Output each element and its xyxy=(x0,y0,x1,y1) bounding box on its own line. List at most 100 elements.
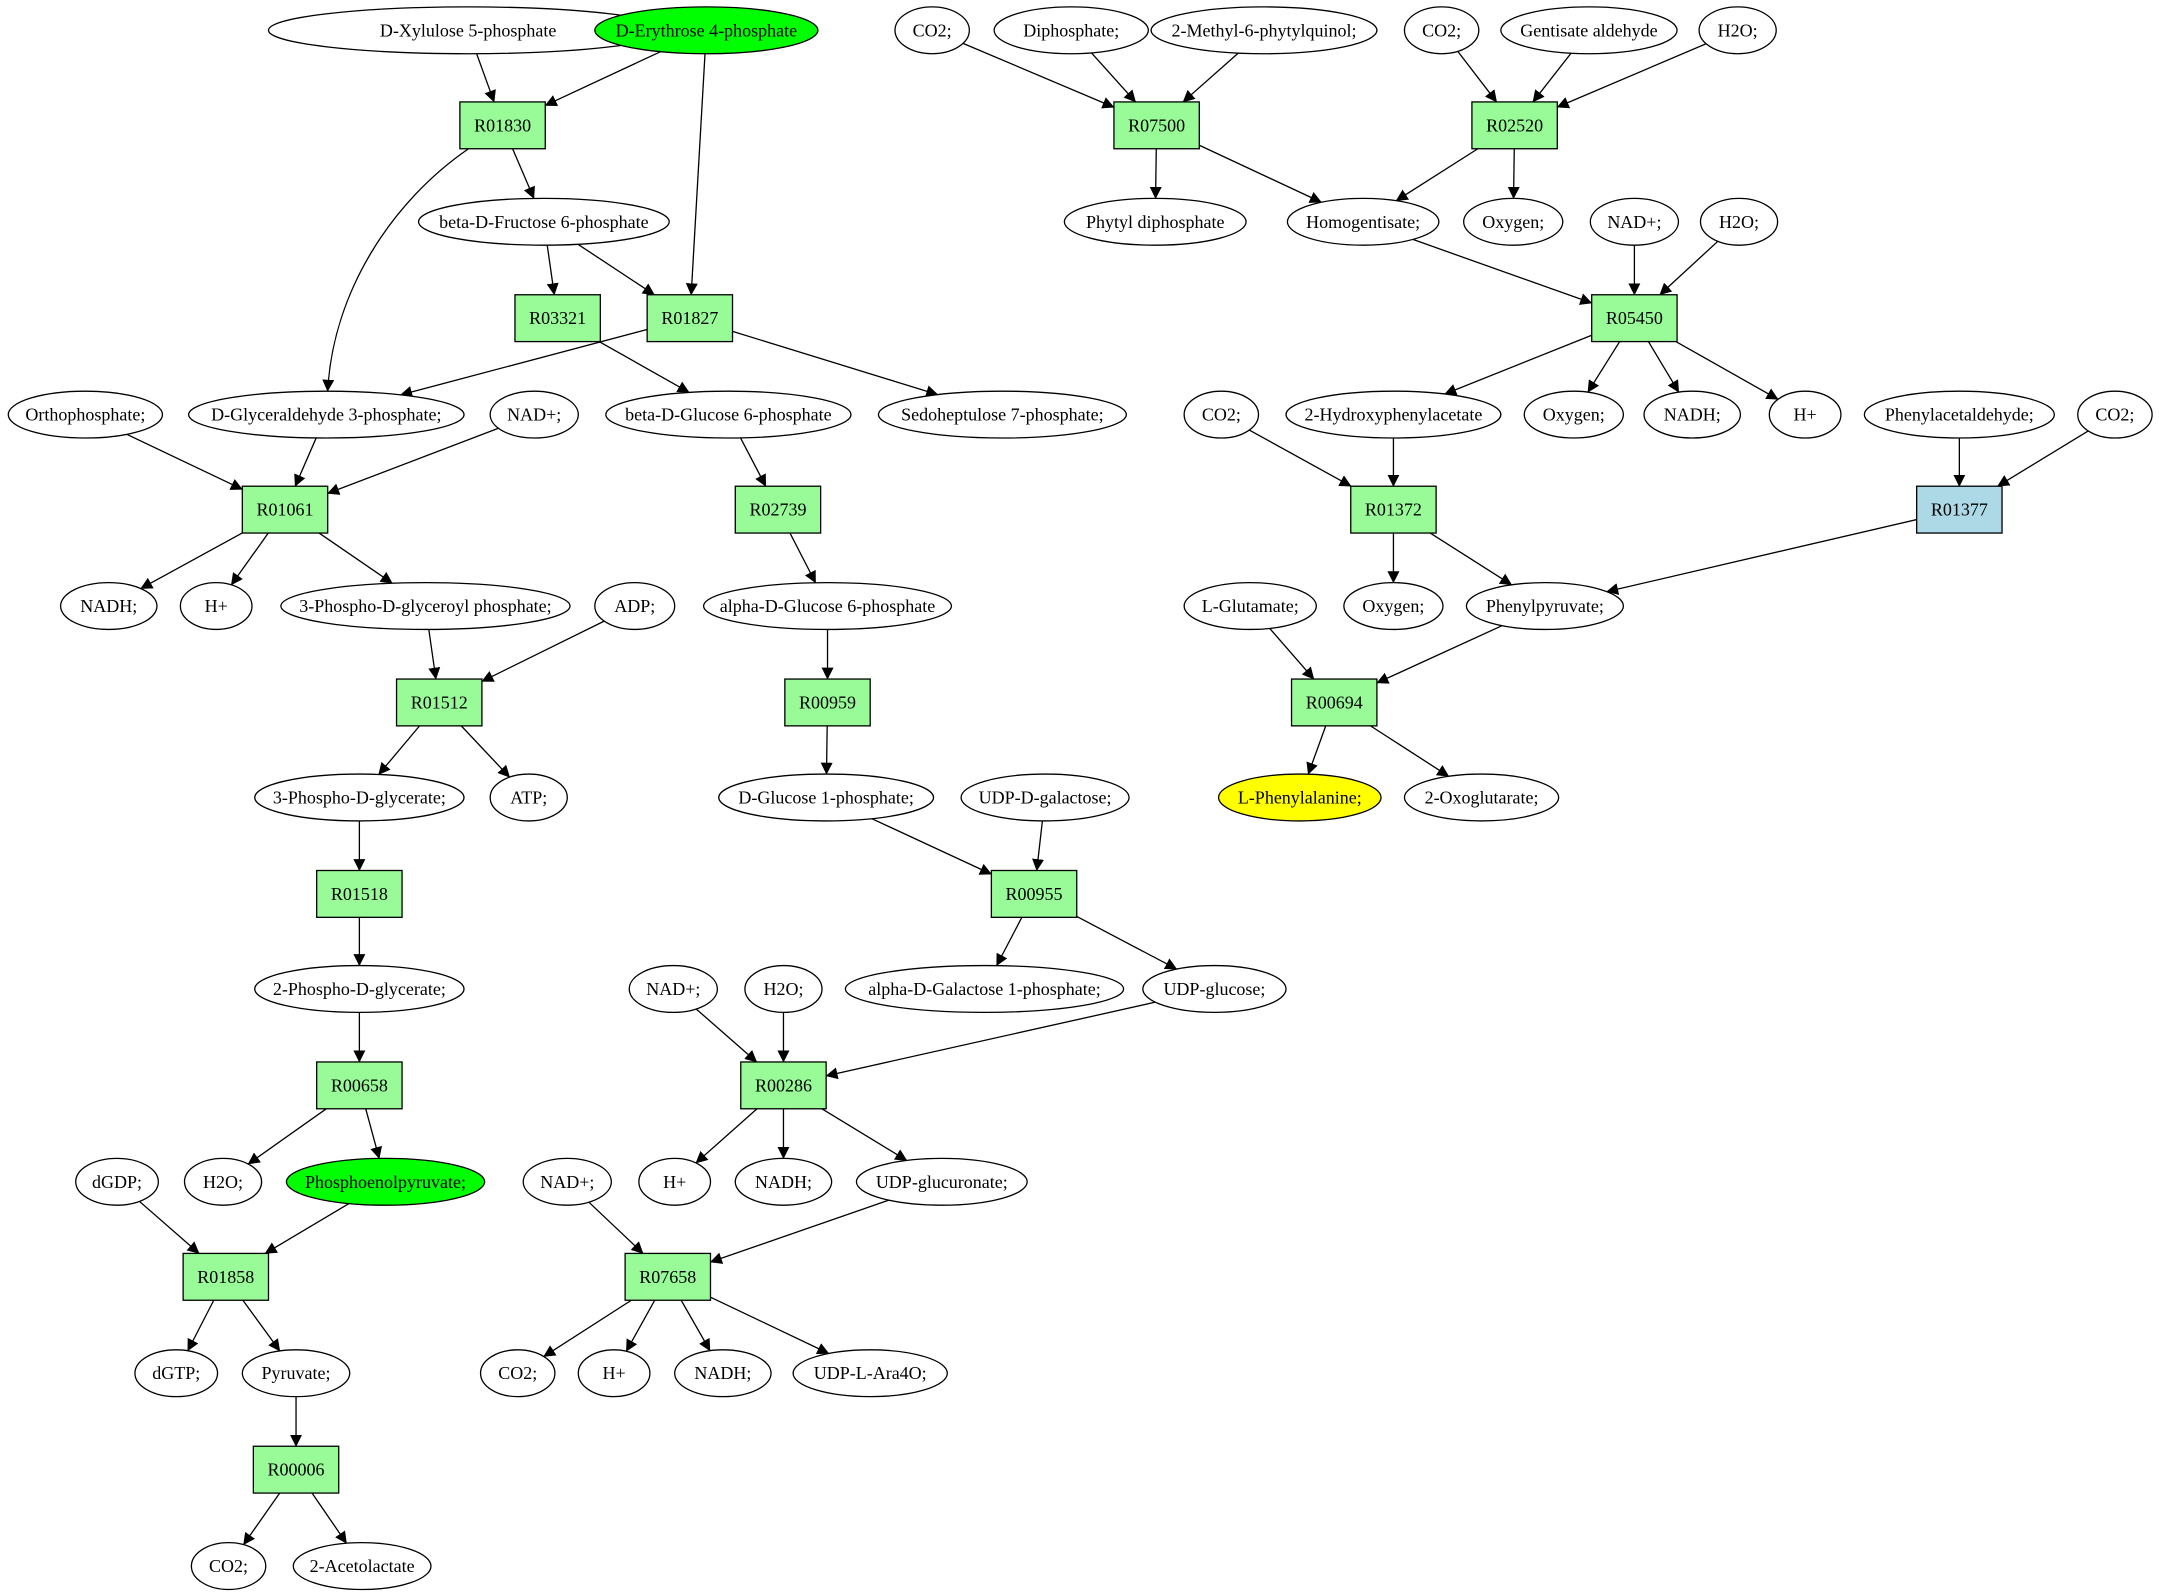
reaction-node-R01827[interactable]: R01827 xyxy=(646,294,734,343)
compound-ellipse xyxy=(2077,390,2153,439)
compound-node-udpara[interactable]: UDP-L-Ara4O; xyxy=(792,1349,948,1398)
compound-label: 2-Acetolactate xyxy=(310,1556,415,1576)
compound-node-oxygen_3[interactable]: Oxygen; xyxy=(1343,581,1444,631)
compound-node-2pg[interactable]: 2-Phospho-D-glycerate; xyxy=(254,964,465,1014)
reaction-node-R00694[interactable]: R00694 xyxy=(1290,678,1378,727)
compound-node-oxygen_2[interactable]: Oxygen; xyxy=(1523,390,1625,439)
edge-c_h2o_4-to-r_R05450 xyxy=(1659,240,1719,296)
reaction-node-R05450[interactable]: R05450 xyxy=(1591,294,1678,343)
compound-node-glucose1p[interactable]: D-Glucose 1-phosphate; xyxy=(718,773,935,822)
compound-node-pep[interactable]: Phosphoenolpyruvate; xyxy=(285,1157,486,1206)
compound-ellipse xyxy=(179,581,253,631)
compound-node-h2o_3[interactable]: H2O; xyxy=(183,1157,263,1206)
compound-node-co2_2[interactable]: CO2; xyxy=(1403,6,1480,55)
compound-node-erythrose4p[interactable]: D-Erythrose 4-phosphate xyxy=(594,6,819,55)
reaction-node-R00286[interactable]: R00286 xyxy=(740,1061,827,1110)
compound-label: H2O; xyxy=(203,1172,243,1192)
compound-node-oxygen_1[interactable]: Oxygen; xyxy=(1463,197,1564,246)
compound-node-nadh_2[interactable]: NADH; xyxy=(734,1157,833,1206)
compound-node-h2o_1[interactable]: H2O; xyxy=(1698,6,1777,55)
compound-node-bfructose6p[interactable]: beta-D-Fructose 6-phosphate xyxy=(417,197,670,246)
compound-node-gap[interactable]: D-Glyceraldehyde 3-phosphate; xyxy=(187,390,465,439)
compound-node-h_2[interactable]: H+ xyxy=(638,1157,712,1206)
compound-node-sedoheptulose7p[interactable]: Sedoheptulose 7-phosphate; xyxy=(877,390,1127,439)
compound-node-co2_6[interactable]: CO2; xyxy=(2077,390,2153,439)
compound-label: NAD+; xyxy=(540,1172,594,1192)
compound-node-atp[interactable]: ATP; xyxy=(489,773,568,822)
compound-label: Phenylacetaldehyde; xyxy=(1885,405,2034,425)
compound-node-nadh_1[interactable]: NADH; xyxy=(59,581,158,631)
compound-node-gentisate[interactable]: Gentisate aldehyde xyxy=(1500,6,1678,55)
reaction-node-R07500[interactable]: R07500 xyxy=(1113,101,1200,150)
compound-node-xylulose5p[interactable]: D-Xylulose 5-phosphate xyxy=(267,6,669,55)
compound-node-co2_1[interactable]: CO2; xyxy=(894,6,970,55)
compound-ellipse xyxy=(254,773,465,822)
compound-node-mpq[interactable]: 2-Methyl-6-phytylquinol; xyxy=(1150,6,1378,55)
compound-node-adp[interactable]: ADP; xyxy=(594,581,676,631)
compound-node-orthophosphate[interactable]: Orthophosphate; xyxy=(7,390,164,439)
compound-node-nad_2[interactable]: NAD+; xyxy=(628,964,719,1014)
compound-node-aglucose6p[interactable]: alpha-D-Glucose 6-phosphate xyxy=(702,581,953,631)
reaction-node-R07658[interactable]: R07658 xyxy=(624,1252,712,1301)
reaction-node-R01858[interactable]: R01858 xyxy=(182,1252,270,1301)
compound-node-hpa[interactable]: 2-Hydroxyphenylacetate xyxy=(1285,390,1502,439)
reaction-node-R01830[interactable]: R01830 xyxy=(459,101,546,150)
compound-node-nad_3[interactable]: NAD+; xyxy=(522,1157,612,1206)
compound-node-acetolactate[interactable]: 2-Acetolactate xyxy=(292,1542,432,1591)
reaction-node-R00658[interactable]: R00658 xyxy=(316,1061,403,1110)
compound-node-co2_5[interactable]: CO2; xyxy=(1183,390,1260,439)
reaction-node-R01061[interactable]: R01061 xyxy=(241,485,329,534)
compound-node-phenylpyruvate[interactable]: Phenylpyruvate; xyxy=(1465,581,1625,631)
edge-r_R01830-to-c_bfructose6p xyxy=(512,148,535,199)
compound-node-h_1[interactable]: H+ xyxy=(179,581,253,631)
reaction-node-R03321[interactable]: R03321 xyxy=(514,294,601,343)
edge-r_R01512-to-c_3pg xyxy=(378,725,421,775)
reaction-node-R01372[interactable]: R01372 xyxy=(1350,485,1437,534)
reaction-node-R00959[interactable]: R00959 xyxy=(784,678,871,727)
reaction-node-R02739[interactable]: R02739 xyxy=(734,485,822,534)
compound-label: alpha-D-Galactose 1-phosphate; xyxy=(868,979,1100,999)
compound-node-h2o_2[interactable]: H2O; xyxy=(744,964,823,1014)
compound-node-co2_4[interactable]: CO2; xyxy=(190,1542,267,1591)
reaction-node-R02520[interactable]: R02520 xyxy=(1471,101,1558,150)
reaction-node-R00955[interactable]: R00955 xyxy=(990,869,1078,918)
compound-node-udpgal[interactable]: UDP-D-galactose; xyxy=(960,773,1130,822)
compound-label: Phosphoenolpyruvate; xyxy=(305,1172,466,1192)
edge-c_mpq-to-r_R07500 xyxy=(1182,52,1239,103)
reaction-node-R01377[interactable]: R01377 xyxy=(1916,485,2003,534)
compound-node-phenylalanine[interactable]: L-Phenylalanine; xyxy=(1217,773,1382,822)
compound-node-bglucose6p[interactable]: beta-D-Glucose 6-phosphate xyxy=(605,390,852,439)
compound-node-h2o_4[interactable]: H2O; xyxy=(1699,197,1779,246)
compound-node-glutamate[interactable]: L-Glutamate; xyxy=(1183,581,1317,631)
compound-label: NADH; xyxy=(80,596,137,616)
compound-node-phenylacetaldehyde[interactable]: Phenylacetaldehyde; xyxy=(1863,390,2056,439)
compound-node-homogentisate[interactable]: Homogentisate; xyxy=(1286,197,1440,246)
edge-c_bpg-to-r_R01512 xyxy=(428,629,441,680)
reaction-node-R01518[interactable]: R01518 xyxy=(316,869,403,918)
compound-node-bpg[interactable]: 3-Phospho-D-glyceroyl phosphate; xyxy=(280,581,571,631)
edge-c_co2_6-to-r_R01377 xyxy=(1997,430,2089,487)
compound-node-co2_3[interactable]: CO2; xyxy=(479,1349,556,1398)
compound-ellipse xyxy=(792,1349,948,1398)
compound-ellipse xyxy=(1463,197,1564,246)
compound-node-h_4[interactable]: H+ xyxy=(1768,390,1842,439)
compound-node-oxoglutarate[interactable]: 2-Oxoglutarate; xyxy=(1403,773,1560,822)
compound-node-dgtp[interactable]: dGTP; xyxy=(134,1349,219,1398)
compound-node-udpglc[interactable]: UDP-glucose; xyxy=(1142,964,1287,1014)
compound-node-pyruvate[interactable]: Pyruvate; xyxy=(241,1349,351,1398)
compound-node-3pg[interactable]: 3-Phospho-D-glycerate; xyxy=(254,773,465,822)
compound-node-nad_1[interactable]: NAD+; xyxy=(489,390,579,439)
compound-node-phytylpp[interactable]: Phytyl diphosphate xyxy=(1063,197,1247,246)
compound-node-dgdp[interactable]: dGDP; xyxy=(75,1157,159,1206)
reaction-node-R01512[interactable]: R01512 xyxy=(395,678,483,727)
compound-node-h_3[interactable]: H+ xyxy=(577,1349,651,1398)
compound-node-udpglcua[interactable]: UDP-glucuronate; xyxy=(855,1157,1028,1206)
compound-ellipse xyxy=(894,6,970,55)
compound-label: Oxygen; xyxy=(1362,596,1424,616)
compound-node-agal1p[interactable]: alpha-D-Galactose 1-phosphate; xyxy=(844,964,1125,1014)
compound-node-diphosphate[interactable]: Diphosphate; xyxy=(993,6,1149,55)
compound-node-nadh_4[interactable]: NADH; xyxy=(1643,390,1742,439)
compound-node-nad_4[interactable]: NAD+; xyxy=(1589,197,1680,246)
compound-node-nadh_3[interactable]: NADH; xyxy=(674,1349,772,1398)
reaction-node-R00006[interactable]: R00006 xyxy=(252,1445,340,1494)
